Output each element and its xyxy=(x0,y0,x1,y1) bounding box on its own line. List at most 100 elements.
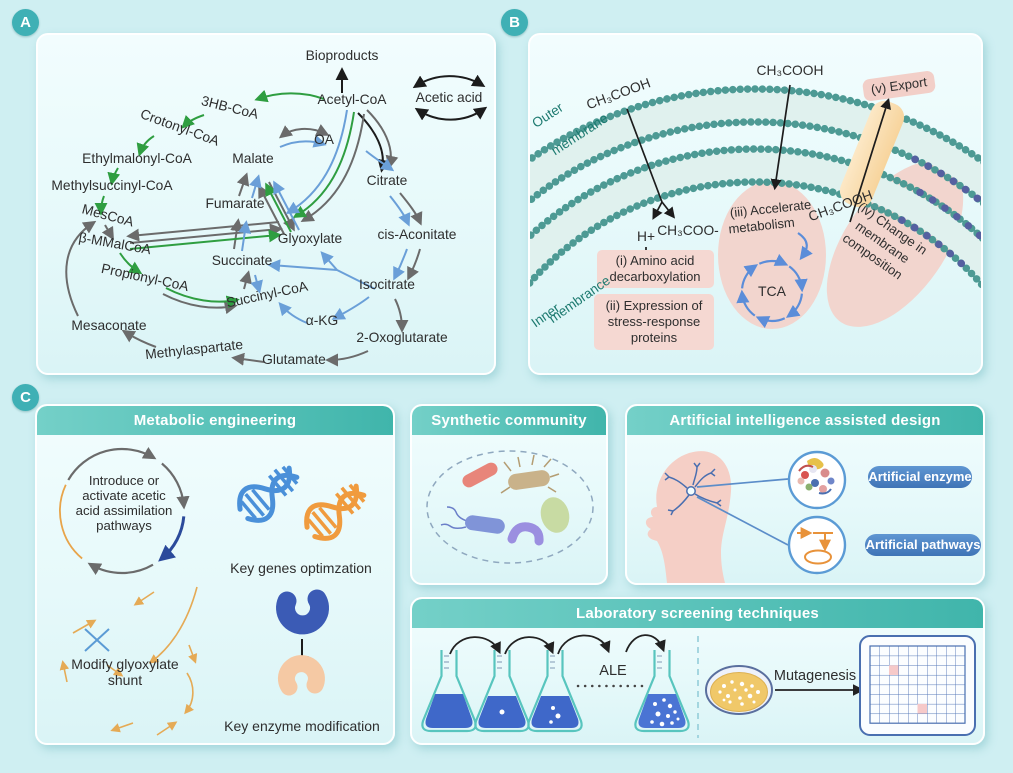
node-methylaspartate: Methylaspartate xyxy=(144,337,244,362)
bacterium-purple-bent xyxy=(507,522,544,546)
ale-label: ALE xyxy=(599,663,627,679)
glyoxylate-shunt-icon xyxy=(59,586,198,736)
dna-icon-blue xyxy=(232,459,304,528)
ai-design-header: Artificial intelligence assisted design xyxy=(627,406,983,435)
pathway-design-icon xyxy=(797,527,833,565)
node-ethylmalonyl-coa: Ethylmalonyl-CoA xyxy=(82,151,192,166)
ai-design-body: Artificial enzyme Artificial pathways xyxy=(645,450,981,583)
community-boundary xyxy=(426,450,594,564)
head-silhouette xyxy=(645,451,732,583)
node-glutamate: Glutamate xyxy=(262,352,326,367)
h-plus-label: H+ xyxy=(637,229,655,244)
mutant-well xyxy=(917,703,927,714)
mutant-well xyxy=(889,665,899,675)
node-citrate: Citrate xyxy=(367,173,408,188)
panel-b-badge: B xyxy=(501,9,528,36)
mutagenesis-label: Mutagenesis xyxy=(774,668,856,684)
stress-response-boxes xyxy=(594,250,714,350)
artificial-enzyme-pill: Artificial enzyme xyxy=(868,466,972,488)
box-i-line-2: decarboxylation xyxy=(609,269,700,284)
flask-2 xyxy=(474,650,530,733)
ch3cooh-label-top: CH₃COOH xyxy=(757,63,824,78)
node-acetic-acid: Acetic acid xyxy=(416,90,483,105)
node-succinyl-coa: Succinyl-CoA xyxy=(225,278,310,310)
ai-design-title: Artificial intelligence assisted design xyxy=(669,412,941,429)
lab-screening-header: Laboratory screening techniques xyxy=(412,599,983,628)
artificial-enzyme-label: Artificial enzyme xyxy=(868,469,971,484)
synthetic-community-title: Synthetic community xyxy=(431,412,587,429)
outer-membrane-label-1: Outer xyxy=(530,99,566,130)
pathway-map-svg: Bioproducts Acetyl-CoA Acetic acid 3HB-C… xyxy=(51,48,488,367)
bacterium-green-oval xyxy=(540,497,570,533)
membrane-svg: (v) Export Outer membrane Inner membranc… xyxy=(530,63,981,350)
petri-dish-icon xyxy=(705,665,773,715)
panel-lab-screening: Laboratory screening techniques ALE xyxy=(410,597,985,745)
tca-cycle-arrows xyxy=(736,232,813,329)
acetate-label: CH₃COO- xyxy=(657,223,719,238)
shunt-line-1: Modify glyoxylate xyxy=(71,656,179,672)
protein-structure-icon xyxy=(797,458,835,495)
navy-lipid-patch xyxy=(916,188,981,242)
cycle-line-4: pathways xyxy=(96,518,152,533)
node-acetyl-coa: Acetyl-CoA xyxy=(317,92,387,107)
box-i-line-1: (i) Amino acid xyxy=(616,253,695,268)
ch3cooh-label-left: CH₃COOH xyxy=(584,75,652,112)
box-ii-line-2: stress-response xyxy=(608,314,700,329)
enzyme-blob-blue xyxy=(276,589,329,635)
pathway-design-circle xyxy=(787,515,847,575)
panel-a-pathway-map: Bioproducts Acetyl-CoA Acetic acid 3HB-C… xyxy=(36,33,496,375)
box-ii-line-3: proteins xyxy=(631,330,678,345)
export-pill: (v) Export xyxy=(862,71,936,101)
metabolic-engineering-header: Metabolic engineering xyxy=(37,406,393,435)
accelerate-line-2: metabolism xyxy=(728,215,796,237)
lab-screening-title: Laboratory screening techniques xyxy=(576,605,819,622)
acid-flux-arrows xyxy=(626,84,891,268)
metabolic-engineering-title: Metabolic engineering xyxy=(133,412,297,429)
dna-icon-orange xyxy=(299,477,371,546)
cycle-line-2: activate acetic xyxy=(82,488,166,503)
artificial-pathways-pill: Artificial pathways xyxy=(865,534,981,556)
node-fumarate: Fumarate xyxy=(205,196,264,211)
panel-ai-design: Artificial intelligence assisted design xyxy=(625,404,985,585)
synthetic-community-body xyxy=(426,450,594,564)
glyoxylate-blue-arrows xyxy=(238,109,411,324)
flask-1 xyxy=(421,650,477,733)
cycle-caption: Introduce or activate acetic acid assimi… xyxy=(76,473,173,533)
key-genes-caption: Key genes optimzation xyxy=(230,560,372,576)
cycle-line-3: acid assimilation xyxy=(76,503,173,518)
plasmid-cycle-icon xyxy=(59,446,190,576)
node-propionyl-coa: Propionyl-CoA xyxy=(100,261,191,294)
ethylmalonyl-green-arrows xyxy=(94,89,355,309)
node-bioproducts: Bioproducts xyxy=(306,48,379,63)
connector-lines xyxy=(696,478,789,546)
outer-membrane-inner-leaflet xyxy=(530,118,981,207)
node-mesaconate: Mesaconate xyxy=(71,318,146,333)
node-glyoxylate: Glyoxylate xyxy=(278,231,343,246)
neuron-icon xyxy=(664,462,722,516)
node-akg: α-KG xyxy=(306,313,339,328)
node-3hb-coa: 3HB-CoA xyxy=(200,93,261,122)
cycle-line-1: Introduce or xyxy=(89,473,160,488)
bacterium-blue-rod xyxy=(440,506,505,534)
panel-b-membrane: (v) Export Outer membrane Inner membranc… xyxy=(528,33,983,375)
node-malate: Malate xyxy=(232,151,274,166)
navy-lipid-patch xyxy=(898,216,974,276)
box-ii-line-1: (ii) Expression of xyxy=(606,298,703,313)
panel-synthetic-community: Synthetic community xyxy=(410,404,608,585)
node-oa: OA xyxy=(314,132,335,147)
node-2-oxoglutarate: 2-Oxoglutarate xyxy=(356,330,448,345)
metabolic-engineering-body: Introduce or activate acetic acid assimi… xyxy=(59,446,380,736)
synthetic-community-header: Synthetic community xyxy=(412,406,606,435)
bacterium-tan-rod xyxy=(500,454,560,494)
bacterium-red-rod xyxy=(462,462,498,488)
microplate-icon xyxy=(859,635,976,736)
ale-transfer-arrows xyxy=(449,634,666,655)
node-crotonyl-coa: Crotonyl-CoA xyxy=(138,106,222,149)
key-enzyme-caption: Key enzyme modification xyxy=(224,718,380,734)
shunt-caption: Modify glyoxylate shunt xyxy=(71,656,179,688)
node-methylsuccinyl-coa: Methylsuccinyl-CoA xyxy=(51,178,173,193)
panel-a-badge: A xyxy=(12,9,39,36)
enzyme-blob-peach xyxy=(277,655,325,696)
panel-metabolic-engineering: Metabolic engineering xyxy=(35,404,395,745)
